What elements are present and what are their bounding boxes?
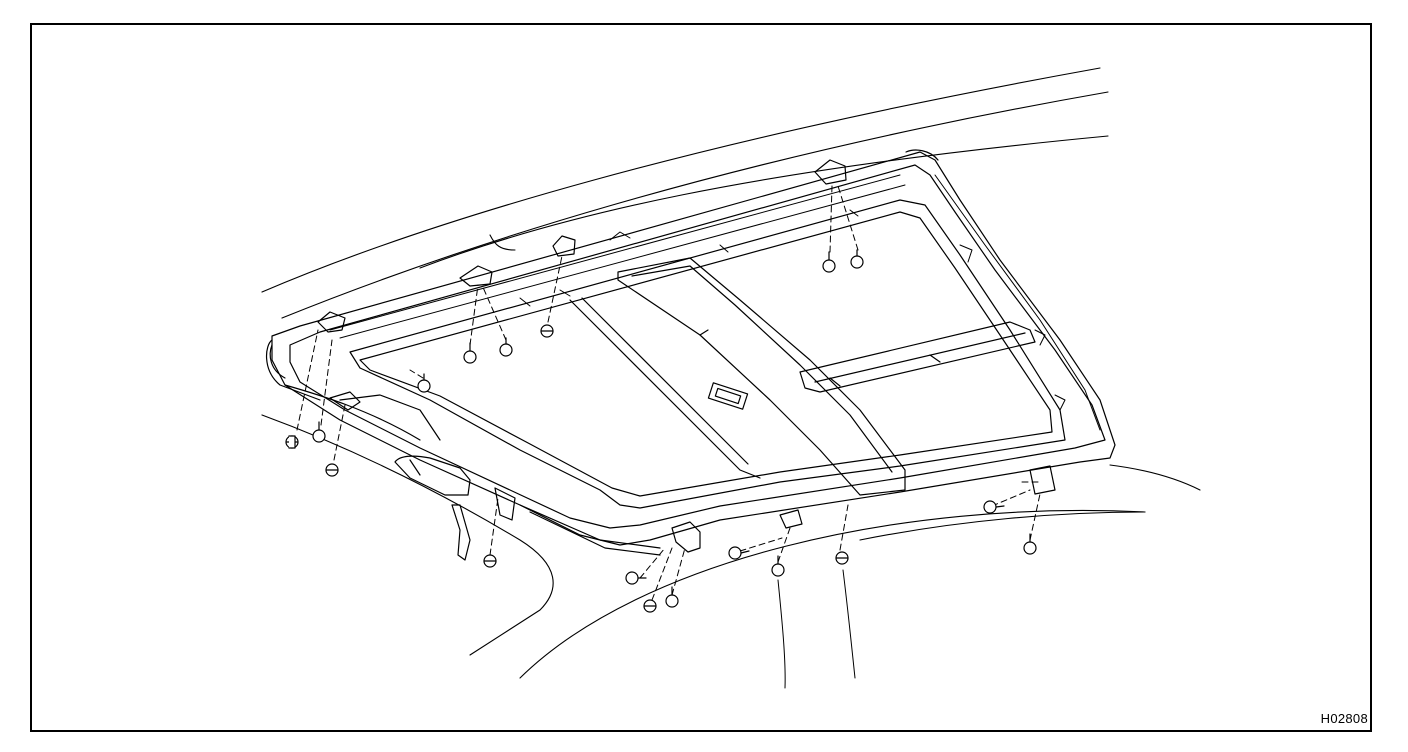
inner-panels [350, 200, 1065, 508]
bolt-icon [484, 555, 496, 567]
bolt-icon [729, 547, 749, 559]
bolt-icon [851, 250, 863, 268]
bolt-icon [500, 338, 512, 356]
bolts [286, 250, 1036, 612]
housing-outer-frame [270, 150, 1115, 545]
bolt-icon [626, 572, 646, 584]
bolt-icon [772, 556, 784, 576]
extension-lines [778, 570, 855, 688]
bolt-icon [326, 464, 338, 476]
bolt-icon [984, 501, 1004, 513]
roof-body-outline [262, 68, 1200, 678]
right-rail-details [935, 175, 1100, 430]
bolt-icon [644, 600, 656, 612]
figure-code: H02808 [1320, 711, 1368, 726]
bolt-icon [418, 374, 430, 392]
bolt-icon [541, 325, 553, 337]
bolt-icon [836, 552, 848, 564]
bolt-icon [286, 436, 298, 448]
leader-lines [297, 186, 1040, 600]
mounting-brackets [318, 160, 1055, 552]
front-rail [520, 505, 660, 555]
drive-motor-assembly [395, 456, 515, 560]
figure-frame [30, 23, 1372, 732]
lateral-cross-bar [800, 322, 1035, 392]
bolt-icon [313, 422, 325, 442]
center-cross-member [618, 258, 905, 495]
bolt-icon [1024, 534, 1036, 554]
drain-hose-left [267, 340, 440, 440]
bolt-icon [823, 252, 835, 272]
upper-rail-details [330, 175, 905, 338]
bolt-icon [666, 587, 678, 607]
bolt-icon [464, 343, 476, 363]
